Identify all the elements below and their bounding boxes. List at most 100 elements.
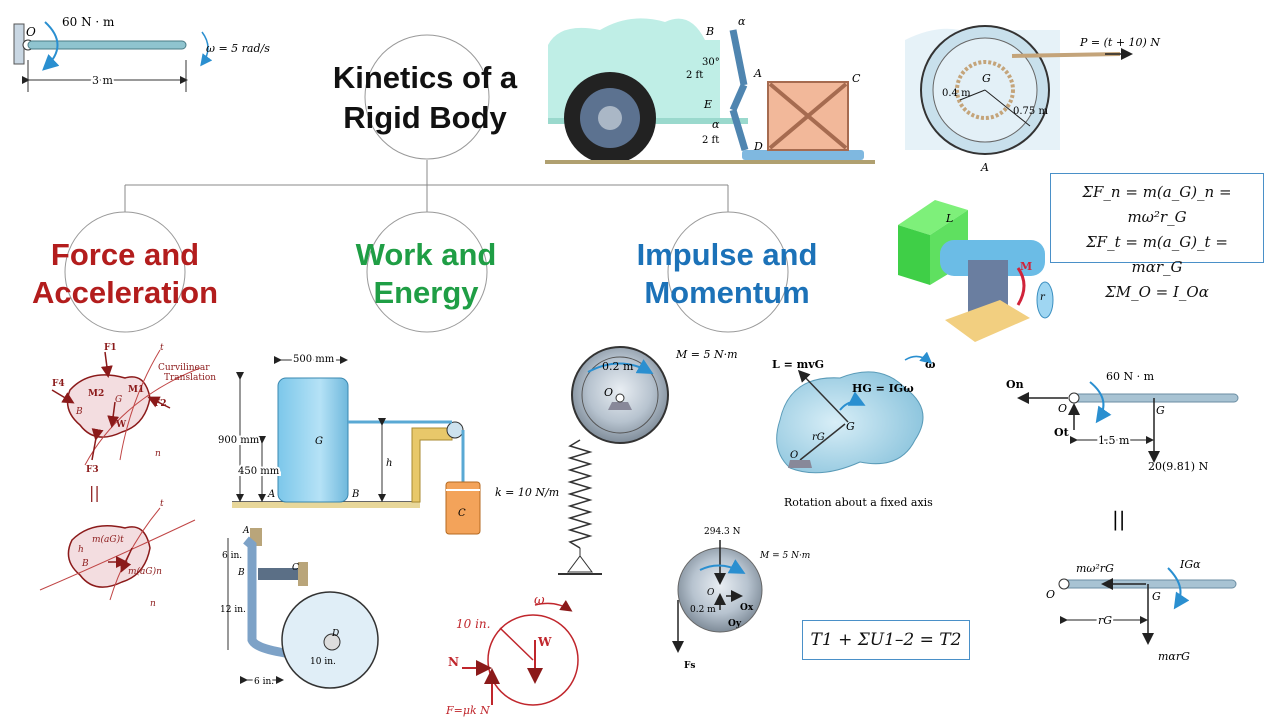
fbd-rod-ot-label: Ot: [1054, 426, 1070, 439]
reel-point-a: A: [980, 161, 989, 174]
brake-d-label: D: [331, 629, 339, 639]
rod-length-label: 3 m: [92, 74, 113, 87]
title-circle: [364, 34, 490, 160]
kinetic-b-label: B: [81, 559, 89, 569]
fbd-rod-g-label: G: [1156, 404, 1165, 417]
disk-fbd-o-label: O: [707, 588, 715, 598]
blob-omega-label: ω: [925, 358, 936, 371]
motor-l-label: L: [945, 212, 953, 225]
force-equals-sign: ||: [89, 483, 100, 502]
sketch-w-label: W: [537, 635, 552, 649]
figure-disk-fbd: 294.3 N M = 5 N·m O 0.2 m Ox Oy Fs: [672, 527, 810, 671]
force-m1-label: M1: [128, 385, 144, 395]
rod-omega-label: ω = 5 rad/s: [206, 42, 270, 55]
sketch-omega-label: ω: [534, 593, 545, 608]
sketch-f-label: F=μk N: [445, 704, 490, 717]
branch-circle-work: [366, 211, 488, 333]
kd-rod-o-label: O: [1046, 588, 1055, 601]
sketch-r-label: 10 in.: [456, 617, 490, 631]
figure-kinetic-diagram: m(aG)t h B m(aG)n t n: [39, 499, 196, 609]
tank-width-label: 500 mm: [293, 354, 335, 365]
blob-rg-label: rG: [812, 432, 825, 443]
truck-label-d: D: [753, 140, 763, 153]
blob-l-label: L = mvG: [772, 358, 824, 371]
force-f1-label: F1: [104, 343, 117, 353]
force-g-label: G: [115, 395, 122, 405]
equation-tangential: ΣF_t = m(a_G)_t = mαr_G: [1086, 233, 1228, 276]
disk-fbd-r-label: 0.2 m: [690, 605, 716, 615]
spring-disk-o-label: O: [604, 386, 613, 399]
branch-work-energy: Work and Energy: [296, 236, 556, 312]
disk-fbd-oy-label: Oy: [728, 619, 742, 629]
truck-label-2ft-bottom: 2 ft: [702, 135, 719, 146]
figure-kinetic-rod: mω²rG IGα O G rG mαrG: [1046, 558, 1237, 663]
branch-force-acceleration: Force and Acceleration: [0, 236, 255, 312]
disk-fbd-ox-label: Ox: [740, 603, 754, 613]
figure-brake-lever: A 6 in. B C 12 in. D 10 in. 6 in.: [220, 526, 379, 689]
figure-tank-pulley: 500 mm 900 mm 450 mm G A B h C: [216, 352, 481, 535]
truck-label-2ft-top: 2 ft: [686, 70, 703, 81]
figure-disk-spring: 0.2 m O M = 5 N·m k = 10 N/m: [495, 346, 738, 575]
page-title-line-2: Rigid Body: [343, 100, 507, 135]
figure-hand-sketch: 10 in. ω W N F=μk N: [445, 593, 579, 717]
force-t-label: t: [160, 343, 164, 353]
fbd-rod-moment-label: 60 N · m: [1106, 370, 1155, 383]
force-m2-label: M2: [88, 389, 104, 399]
reel-g-label: G: [982, 72, 991, 85]
force-f2-label: F2: [154, 399, 167, 409]
fbd-rod-weight-label: 20(9.81) N: [1148, 460, 1209, 473]
rod-pin-label: O: [26, 25, 36, 39]
concept-tree: [64, 34, 789, 333]
page-title: Kinetics of a Rigid Body: [300, 58, 550, 138]
brake-d1-label: 6 in.: [222, 551, 242, 561]
motor-r-label: r: [1040, 292, 1046, 303]
rod-moment-label: 60 N · m: [62, 15, 115, 29]
tank: [277, 377, 349, 503]
brake-d3-label: 6 in.: [254, 677, 274, 687]
branch-impulse-line-2: Momentum: [644, 275, 810, 310]
kinetic-n-label: n: [150, 599, 156, 609]
tank-mid-label: 450 mm: [238, 466, 280, 477]
kd-rod-g-label: G: [1152, 590, 1161, 603]
truck-label-e: E: [703, 98, 712, 111]
fbd-rod-d-label: 1.5 m: [1098, 434, 1130, 447]
force-translation-label: Translation: [164, 373, 216, 383]
equation-box-energy: T1 + ΣU1–2 = T2: [802, 620, 970, 660]
disk-fbd-m-label: M = 5 N·m: [759, 551, 810, 561]
blob-h-label: HG = IGω: [852, 382, 914, 395]
kinetic-t-label: t: [160, 499, 164, 509]
hanging-block: [445, 481, 481, 535]
rod-equals-sign: ||: [1112, 507, 1125, 532]
kd-rod-rg-label: rG: [1098, 614, 1112, 627]
kd-rod-mw-label: mω²rG: [1076, 562, 1114, 575]
kinetic-t1-label: m(aG)t: [92, 534, 124, 545]
tank-b-label: B: [351, 489, 359, 500]
blob-caption: Rotation about a fixed axis: [784, 496, 933, 509]
page-title-line-1: Kinetics of a: [332, 60, 518, 95]
truck-label-b: B: [705, 25, 714, 38]
figure-fbd-rod: On 60 N · m O G Ot 1.5 m 20(9.81) N ||: [1006, 370, 1239, 532]
disk-fbd-fs-label: Fs: [684, 661, 695, 671]
truck-label-angle: 30°: [702, 57, 720, 68]
tank-g-label: G: [315, 436, 323, 447]
spring-disk-r-label: 0.2 m: [602, 360, 634, 373]
branch-circle-impulse: [667, 211, 789, 333]
blob-o-label: O: [790, 450, 798, 461]
tank-a-label: A: [267, 489, 275, 500]
tank-c-label: C: [458, 508, 466, 519]
sketch-n-label: N: [448, 655, 459, 669]
equation-box-force: ΣF_n = m(a_G)_n = mω²r_G ΣF_t = m(a_G)_t…: [1050, 173, 1264, 301]
kinetic-h-label: h: [78, 545, 84, 555]
truck-label-alpha-top: α: [738, 15, 746, 28]
figure-reel: P = (t + 10) N G 0.4 m 0.75 m A: [905, 25, 1160, 174]
equation-work-energy: T1 + ΣU1–2 = T2: [810, 630, 962, 650]
fbd-rod-o-label: O: [1058, 402, 1067, 415]
truck-label-a: A: [753, 67, 762, 80]
tank-height-label: 900 mm: [218, 435, 260, 446]
figure-truck-crate: B α 30° 2 ft A E α 2 ft D C: [545, 15, 875, 164]
tank-h-label: h: [386, 458, 392, 469]
motor-m-label: M: [1020, 260, 1032, 273]
spring-disk-m-label: M = 5 N·m: [675, 348, 738, 361]
force-f4-label: F4: [52, 379, 65, 389]
